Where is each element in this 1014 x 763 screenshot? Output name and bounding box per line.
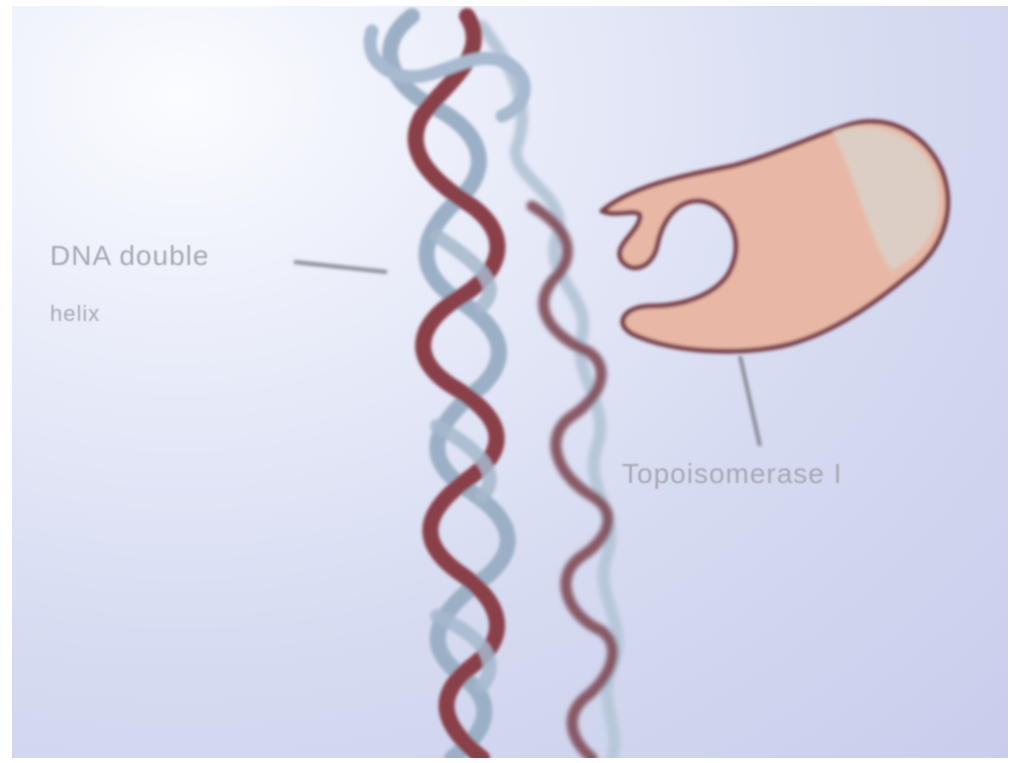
dna-double-helix-label-line2: helix <box>50 296 100 332</box>
dna-topoisomerase-illustration <box>12 6 1008 758</box>
enzyme-leader-line <box>740 356 760 446</box>
dna-double-helix-label: DNA double <box>50 238 209 274</box>
topoisomerase-label: Topoisomerase I <box>622 456 842 492</box>
dna-double-helix <box>370 16 524 758</box>
dna-leader-line <box>294 262 387 272</box>
topoisomerase-enzyme <box>602 122 948 352</box>
leader-lines <box>294 262 760 446</box>
diagram-canvas: DNA double helix Topoisomerase I <box>12 6 1008 758</box>
secondary-helix <box>482 26 618 758</box>
